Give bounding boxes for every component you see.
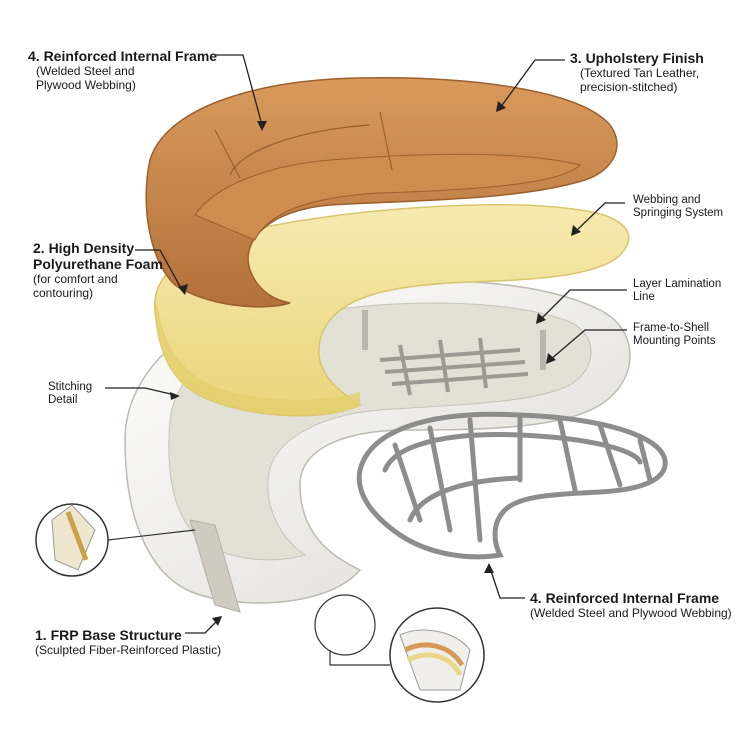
callout-frame-top-sub1: (Welded Steel and: [36, 64, 135, 78]
callout-stitching-line1: Stitching: [48, 381, 93, 393]
callout-foam: 2. High Density Polyurethane Foam (for c…: [33, 240, 163, 300]
callout-frame-bottom-sub: (Welded Steel and Plywood Webbing): [530, 606, 732, 620]
callout-mounting: Frame-to-Shell Mounting Points: [633, 322, 715, 348]
callout-stitching: Stitching Detail: [48, 381, 92, 407]
leader-arrowheads: [170, 101, 581, 626]
callout-foam-sub2: contouring): [33, 286, 94, 300]
callout-frame-bottom: 4. Reinforced Internal Frame (Welded Ste…: [530, 590, 732, 620]
leader-lines: [105, 54, 627, 634]
callout-upholstery-title: 3. Upholstery Finish: [570, 50, 704, 66]
callout-base: 1. FRP Base Structure (Sculpted Fiber-Re…: [35, 627, 221, 657]
callout-frame-bottom-title: 4. Reinforced Internal Frame: [530, 590, 720, 606]
lamination-zoom: [314, 594, 485, 703]
callout-base-title: 1. FRP Base Structure: [35, 627, 182, 643]
callout-upholstery-sub2: precision-stitched): [580, 80, 678, 94]
callout-upholstery-sub1: (Textured Tan Leather,: [580, 66, 700, 80]
callout-foam-title2: Polyurethane Foam: [33, 256, 163, 272]
callout-stitching-line2: Detail: [48, 394, 78, 406]
callout-frame-top-title: 4. Reinforced Internal Frame: [28, 48, 218, 64]
callout-webbing-line2: Springing System: [633, 207, 724, 219]
callout-lamination: Layer Lamination Line: [633, 278, 721, 304]
callout-frame-top-sub2: Plywood Webbing): [36, 78, 136, 92]
stitching-zoom: [35, 503, 196, 577]
callout-base-sub: (Sculpted Fiber-Reinforced Plastic): [35, 643, 222, 657]
callout-lamination-line2: Line: [633, 291, 655, 303]
callout-foam-sub1: (for comfort and: [33, 272, 118, 286]
callout-foam-title1: 2. High Density: [33, 240, 135, 256]
callout-webbing-line1: Webbing and: [633, 194, 701, 206]
callout-webbing: Webbing and Springing System: [633, 194, 723, 220]
foam-layer: [154, 204, 630, 417]
callout-mounting-line1: Frame-to-Shell: [633, 322, 710, 334]
leather-sofa: [145, 77, 618, 308]
callout-mounting-line2: Mounting Points: [633, 335, 716, 347]
callout-lamination-line1: Layer Lamination: [633, 278, 722, 290]
steel-frame: [356, 411, 668, 560]
callout-frame-top: 4. Reinforced Internal Frame (Welded Ste…: [28, 48, 217, 92]
callout-upholstery: 3. Upholstery Finish (Textured Tan Leath…: [570, 50, 704, 94]
